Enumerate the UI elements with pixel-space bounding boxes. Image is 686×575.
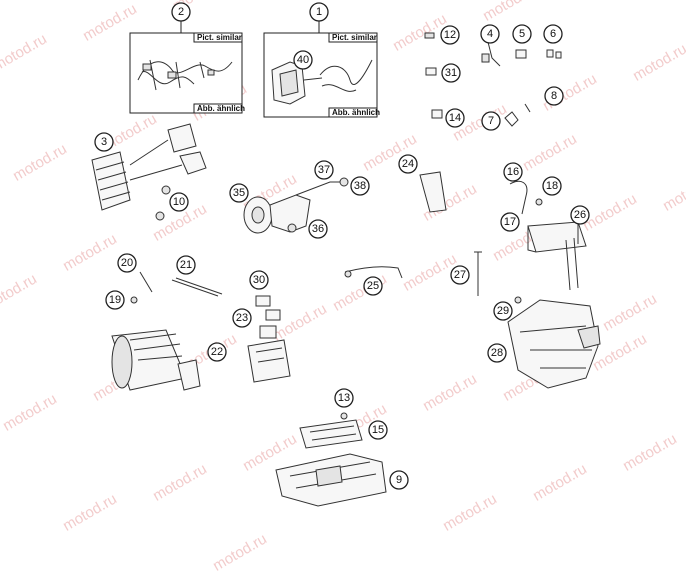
svg-text:35: 35 [233, 187, 245, 199]
starter-motor [111, 329, 201, 391]
callout-31: 31 [441, 63, 461, 83]
pict-similar-label-2: Pict. similar [332, 33, 377, 42]
callout-21: 21 [176, 255, 196, 275]
callout-24: 24 [398, 154, 418, 174]
holder-9 [275, 453, 387, 507]
callout-7: 7 [481, 111, 501, 131]
svg-text:6: 6 [550, 28, 556, 40]
stator-cover-35 [243, 177, 349, 234]
callout-38: 38 [350, 176, 370, 196]
callout-8: 8 [544, 86, 564, 106]
svg-text:30: 30 [253, 274, 265, 286]
callout-30: 30 [249, 270, 269, 290]
callout-10: 10 [169, 192, 189, 212]
callout-15: 15 [368, 420, 388, 440]
svg-text:24: 24 [402, 158, 414, 170]
svg-text:18: 18 [546, 180, 558, 192]
svg-text:9: 9 [396, 474, 402, 486]
svg-text:28: 28 [491, 347, 503, 359]
callout-19: 19 [105, 290, 125, 310]
svg-text:23: 23 [236, 312, 248, 324]
svg-text:38: 38 [354, 180, 366, 192]
watermark-text: motod.ru [210, 530, 270, 575]
callout-16: 16 [503, 162, 523, 182]
svg-text:40: 40 [297, 54, 309, 66]
callout-40: 40 [293, 50, 313, 70]
callout-18: 18 [542, 176, 562, 196]
callout-23: 23 [232, 308, 252, 328]
svg-text:19: 19 [109, 294, 121, 306]
svg-text:14: 14 [449, 112, 461, 124]
abb-ahnlich-label: Abb. ähnlich [197, 104, 245, 113]
harness-box-1: Pict. similar Abb. ähnlich [263, 21, 380, 118]
exploded-parts-diagram: Pict. similar Abb. ähnlich Pict. similar… [91, 2, 601, 507]
callout-37: 37 [314, 160, 334, 180]
callout-26: 26 [570, 205, 590, 225]
svg-text:17: 17 [504, 216, 516, 228]
svg-text:21: 21 [180, 259, 192, 271]
callout-35: 35 [229, 183, 249, 203]
callout-1: 1 [309, 2, 329, 22]
callout-4: 4 [480, 24, 500, 44]
svg-text:29: 29 [497, 305, 509, 317]
callout-28: 28 [487, 343, 507, 363]
svg-text:3: 3 [101, 136, 107, 148]
svg-text:26: 26 [574, 209, 586, 221]
small-connectors [424, 32, 562, 127]
callout-29: 29 [493, 301, 513, 321]
airbox-28 [507, 296, 601, 389]
callout-22: 22 [207, 342, 227, 362]
callout-3: 3 [94, 132, 114, 152]
svg-text:10: 10 [173, 196, 185, 208]
callout-9: 9 [389, 470, 409, 490]
svg-text:20: 20 [121, 257, 133, 269]
harness-box-2: Pict. similar Abb. ähnlich [129, 21, 245, 114]
svg-text:2: 2 [178, 6, 184, 18]
regulator-3 [91, 123, 207, 221]
battery-26 [509, 180, 587, 291]
pict-similar-label: Pict. similar [197, 33, 242, 42]
svg-text:4: 4 [487, 28, 493, 40]
cable-20-21 [130, 271, 223, 304]
svg-text:7: 7 [488, 115, 494, 127]
callout-27: 27 [450, 265, 470, 285]
callout-5: 5 [512, 24, 532, 44]
callout-25: 25 [363, 276, 383, 296]
svg-text:37: 37 [318, 164, 330, 176]
svg-text:1: 1 [316, 6, 322, 18]
svg-text:13: 13 [338, 392, 350, 404]
svg-text:22: 22 [211, 346, 223, 358]
svg-text:36: 36 [312, 223, 324, 235]
svg-text:12: 12 [444, 29, 456, 41]
svg-text:5: 5 [519, 28, 525, 40]
callout-20: 20 [117, 253, 137, 273]
callout-14: 14 [445, 108, 465, 128]
callout-36: 36 [308, 219, 328, 239]
callout-17: 17 [500, 212, 520, 232]
tray-15 [299, 412, 363, 449]
svg-text:25: 25 [367, 280, 379, 292]
callout-13: 13 [334, 388, 354, 408]
relay-22-23 [247, 295, 291, 383]
svg-text:16: 16 [507, 166, 519, 178]
callout-6: 6 [543, 24, 563, 44]
abb-ahnlich-label-2: Abb. ähnlich [332, 108, 380, 117]
brackets-24-25 [344, 171, 447, 279]
svg-text:31: 31 [445, 67, 457, 79]
callout-2: 2 [171, 2, 191, 22]
svg-text:15: 15 [372, 424, 384, 436]
svg-text:8: 8 [551, 90, 557, 102]
callout-12: 12 [440, 25, 460, 45]
bolt-27 [474, 251, 482, 296]
svg-text:27: 27 [454, 269, 466, 281]
